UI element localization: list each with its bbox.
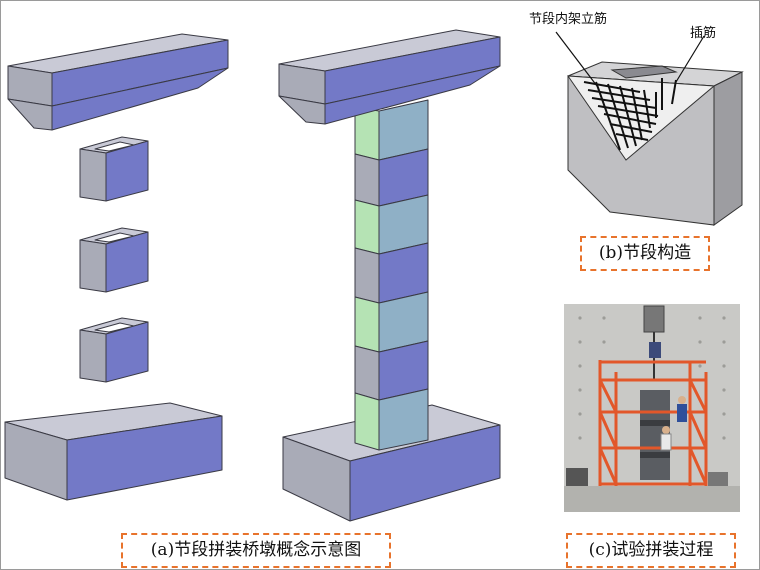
- segment-detail-drawing: [566, 61, 744, 226]
- assembled-cap-beam: [278, 29, 501, 125]
- exploded-cap-beam: [7, 33, 229, 131]
- exploded-segment-3: [79, 317, 149, 383]
- test-assembly-photo: [564, 304, 740, 512]
- caption-concept-diagram: (a)节段拼装桥墩概念示意图: [121, 533, 391, 568]
- assembled-column: [354, 99, 429, 451]
- caption-test-assembly: (c)试验拼装过程: [566, 533, 736, 568]
- caption-segment-construction: (b)节段构造: [580, 236, 710, 271]
- label-inner-frame-bars: 节段内架立筋: [529, 12, 608, 27]
- label-leader-lines: [555, 31, 705, 87]
- rebar-mesh: [583, 78, 677, 151]
- label-dowel-bars: 插筋: [690, 26, 717, 41]
- exploded-segment-1: [79, 136, 149, 202]
- exploded-segment-2: [79, 227, 149, 293]
- exploded-footing: [4, 402, 223, 501]
